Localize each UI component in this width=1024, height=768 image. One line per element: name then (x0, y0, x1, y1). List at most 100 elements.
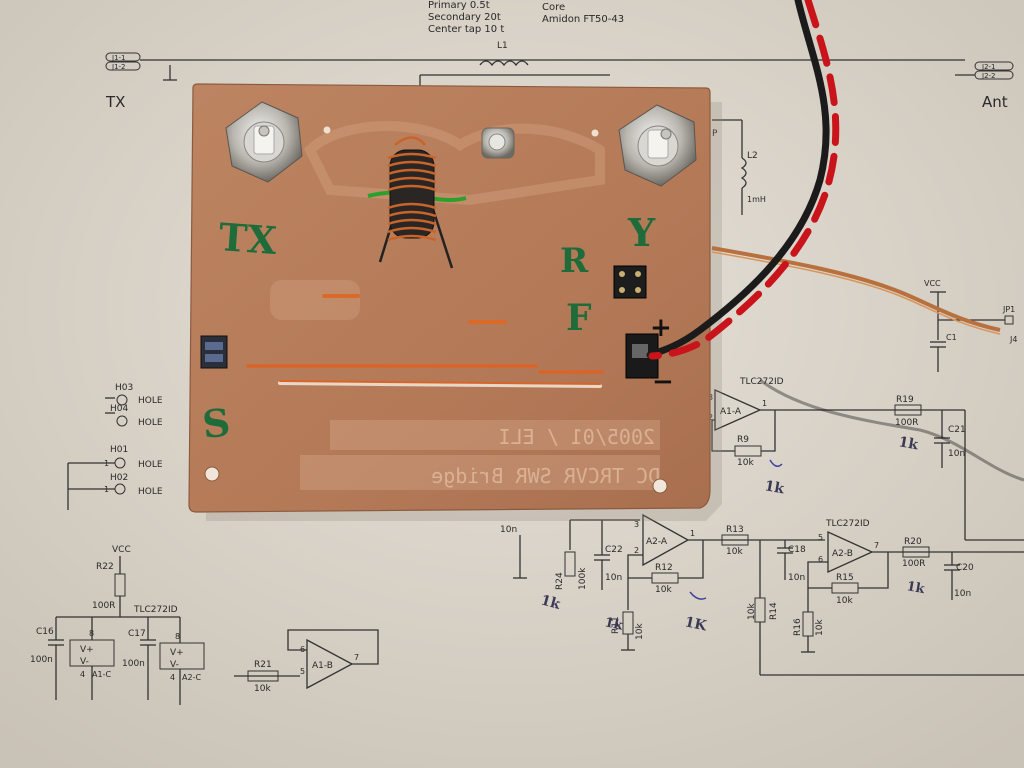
jumper-header-s (200, 335, 228, 369)
handwritten-1k: 1K (683, 614, 709, 634)
a1c-vplus: V+ (80, 645, 94, 655)
a2a-label: A2-A (646, 537, 668, 547)
h03-label: H03 (115, 383, 133, 393)
c17-value: 100n (122, 659, 145, 669)
r22-value: 100R (92, 601, 115, 611)
a2b-opamp (827, 530, 874, 574)
a2a-pin2: 2 (634, 546, 639, 555)
a2a-pin3: 3 (634, 520, 639, 529)
r24-value: 100k (578, 567, 588, 590)
j4-label: J4 (1009, 335, 1017, 344)
hole-label-2: HOLE (138, 418, 163, 428)
hole-symbol (116, 415, 128, 427)
r21-label: R21 (254, 660, 272, 670)
r15-label: R15 (836, 573, 854, 583)
r12-value: 10k (655, 585, 672, 595)
plus-marker: + (650, 313, 672, 343)
r12-label: R12 (655, 563, 673, 573)
r11-value: 10k (635, 623, 645, 640)
l1-label: L1 (497, 41, 508, 51)
tlc-b-label: TLC272ID (825, 519, 870, 529)
drill-hole (323, 126, 331, 134)
j1-2-label: J1-2 (111, 63, 126, 71)
pcb-marker-labels: TX R F Y S + − (200, 210, 674, 447)
left-power-block: VCC R22 100R TLC272ID C16 100n V+ V- 8 4… (30, 545, 379, 705)
s-marker-label: S (200, 399, 232, 447)
c1-label: C1 (946, 333, 957, 342)
l2-value: 1mH (747, 195, 766, 204)
h02-label: H02 (110, 473, 128, 483)
tlc-left-label: TLC272ID (133, 605, 178, 615)
vcc-right-label: VCC (924, 279, 941, 288)
a1c-vminus: V- (80, 657, 89, 667)
r24-resistor (564, 551, 576, 577)
p-label: P (712, 129, 718, 139)
j1-1-connector (105, 52, 141, 62)
a1c-label: A1-C (92, 670, 111, 679)
mirrored-board-text-2: DC TRCVR SWR Bridge (431, 464, 660, 488)
r14-label: R14 (769, 602, 779, 620)
a2a-opamp (642, 513, 690, 567)
holes-group: H03 H04 HOLE HOLE H01 1 HOLE H02 1 HOLE (67, 383, 163, 510)
ant-coax-connector (618, 104, 697, 187)
toroid-transformer (367, 136, 467, 269)
r24-label: R24 (555, 572, 565, 590)
r15-value: 10k (836, 596, 853, 606)
jp1-label: JP1 (1002, 305, 1015, 314)
copper-braid-wire (711, 246, 1001, 332)
j2-1-label: J2-1 (981, 63, 996, 71)
a2c-vplus: V+ (170, 648, 184, 658)
r20-value: 100R (902, 559, 925, 569)
r21-resistor (247, 670, 279, 682)
mounting-hole (204, 466, 220, 482)
c21-label: C21 (948, 425, 966, 435)
right-analog-block: TLC272ID A1-A 3 2 1 R19 100R C21 10n R9 … (500, 377, 1024, 676)
r14-value: 10k (747, 603, 757, 620)
tlc-a-label: TLC272ID (739, 377, 784, 387)
a2b-pin7: 7 (874, 541, 879, 550)
hole-label-4: HOLE (138, 487, 163, 497)
a2b-label: A2-B (832, 549, 853, 559)
handwritten-1k: 1k (905, 579, 926, 597)
r21-value: 10k (254, 684, 271, 694)
tx-coax-connector (225, 101, 303, 183)
r13-resistor (721, 534, 749, 546)
l2-label: L2 (747, 151, 758, 161)
hole-label-3: HOLE (138, 460, 163, 470)
c18-value: 10n (788, 573, 805, 583)
r13-value: 10k (726, 547, 743, 557)
twisted-power-cable (646, 0, 1024, 482)
pin-header-rf (613, 265, 647, 299)
j1-2-connector (105, 61, 141, 71)
c18-label: C18 (788, 545, 806, 555)
drill-hole (591, 129, 599, 137)
handwritten-1k: 1k (603, 615, 625, 634)
pcb-board: 2005/01 / ELI DC TRCVR SWR Bridge (188, 83, 722, 521)
c20-value: 10n (954, 589, 971, 599)
a1b-opamp (306, 638, 354, 690)
c22-value: 10n (605, 573, 622, 583)
l2-inductor-symbol (740, 157, 747, 189)
a2b-pin5: 5 (818, 533, 823, 542)
r16-label: R16 (793, 618, 803, 636)
pcb-substrate (188, 83, 711, 513)
a1a-label: A1-A (720, 407, 742, 417)
r16-value: 10k (815, 619, 825, 636)
c16-value: 100n (30, 655, 53, 665)
a2c-pin4: 4 (170, 673, 175, 682)
ant-label: Ant (982, 93, 1008, 111)
hole-symbol (116, 394, 128, 406)
c-10n-label: 10n (500, 525, 517, 535)
c17-label: C17 (128, 629, 146, 639)
ant-marker-y: Y (627, 210, 656, 255)
header-primary: Primary 0.5t (428, 0, 490, 11)
handwritten-1k: 1k (763, 478, 785, 497)
a1b-pin5: 5 (300, 667, 305, 676)
jp1-pin (1004, 315, 1014, 325)
r19-label: R19 (896, 395, 914, 405)
a1b-pin7: 7 (354, 653, 359, 662)
header-secondary: Secondary 20t (428, 12, 501, 23)
r20-resistor (902, 546, 930, 558)
j2-1-connector (974, 61, 1014, 71)
a2a-pin1: 1 (690, 529, 695, 538)
